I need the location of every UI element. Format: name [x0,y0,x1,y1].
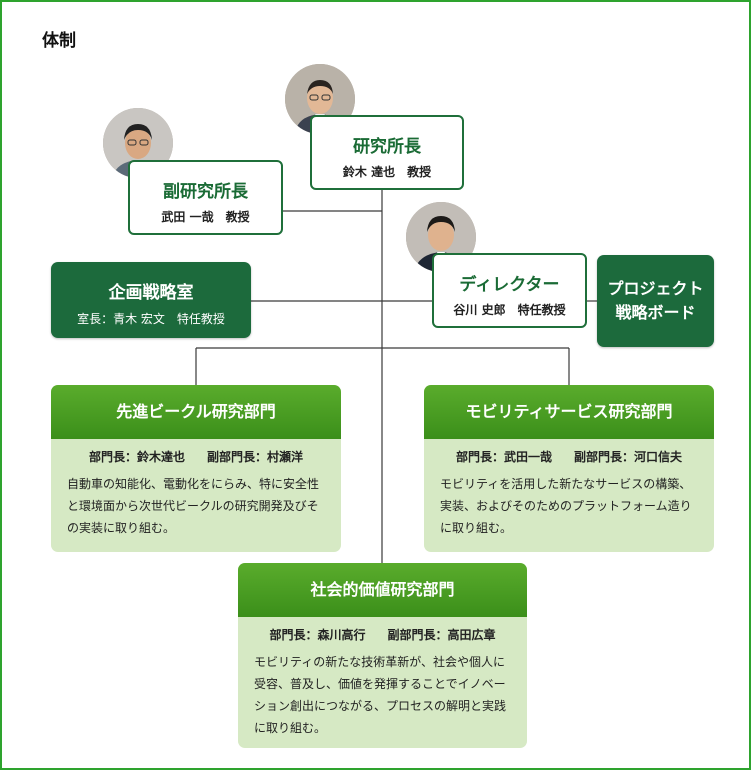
department-title: モビリティサービス研究部門 [424,385,714,439]
department-description: モビリティの新たな技術革新が、社会や個人に受容、普及し、価値を発揮することでイノ… [254,655,507,735]
department-description: モビリティを活用した新たなサービスの構築、実装、およびそのためのプラットフォーム… [440,477,692,535]
vice-director-name: 武田 一哉 教授 [161,210,250,224]
page-title: 体制 [42,31,76,51]
manager-name: 谷川 史郎 特任教授 [453,303,566,317]
department-social-value: 社会的価値研究部門 部門長：森川高行 副部門長：高田広章 モビリティの新たな技術革… [238,563,527,748]
director-name: 鈴木 達也 教授 [342,165,432,179]
manager-role: ディレクター [459,275,560,295]
department-deputy: 副部門長：高田広章 [387,628,496,642]
department-head: 部門長：鈴木達也 [88,450,185,464]
department-leaders: 部門長：鈴木達也 副部門長：村瀬洋 [51,448,341,465]
department-title: 先進ビークル研究部門 [51,385,341,439]
vice-director-role: 副研究所長 [163,182,248,202]
strategy-board-box: プロジェクト 戦略ボード [597,255,714,347]
department-leaders: 部門長：森川高行 副部門長：高田広章 [238,626,527,643]
department-head: 部門長：武田一哉 [455,450,552,464]
planning-office-head: 室長：青木 宏文 特任教授 [77,312,225,326]
department-deputy: 副部門長：河口信夫 [574,450,683,464]
director-box: 研究所長 鈴木 達也 教授 [310,115,464,190]
vice-director-box: 副研究所長 武田 一哉 教授 [128,160,283,235]
department-deputy: 副部門長：村瀬洋 [207,450,304,464]
department-title: 社会的価値研究部門 [238,563,527,617]
strategy-board-line1: プロジェクト [607,279,704,298]
planning-office-title: 企画戦略室 [108,283,194,303]
planning-office-box: 企画戦略室 室長：青木 宏文 特任教授 [51,262,251,338]
department-description: 自動車の知能化、電動化をにらみ、特に安全性と環境面から次世代ビークルの研究開発及… [67,477,320,535]
department-advanced-vehicle: 先進ビークル研究部門 部門長：鈴木達也 副部門長：村瀬洋 自動車の知能化、電動化を… [51,385,341,552]
department-leaders: 部門長：武田一哉 副部門長：河口信夫 [424,448,714,465]
director-role: 研究所長 [353,137,421,157]
department-head: 部門長：森川高行 [269,628,366,642]
strategy-board-line2: 戦略ボード [615,303,696,322]
department-mobility-service: モビリティサービス研究部門 部門長：武田一哉 副部門長：河口信夫 モビリティを活用… [424,385,714,552]
manager-box: ディレクター 谷川 史郎 特任教授 [432,253,587,328]
